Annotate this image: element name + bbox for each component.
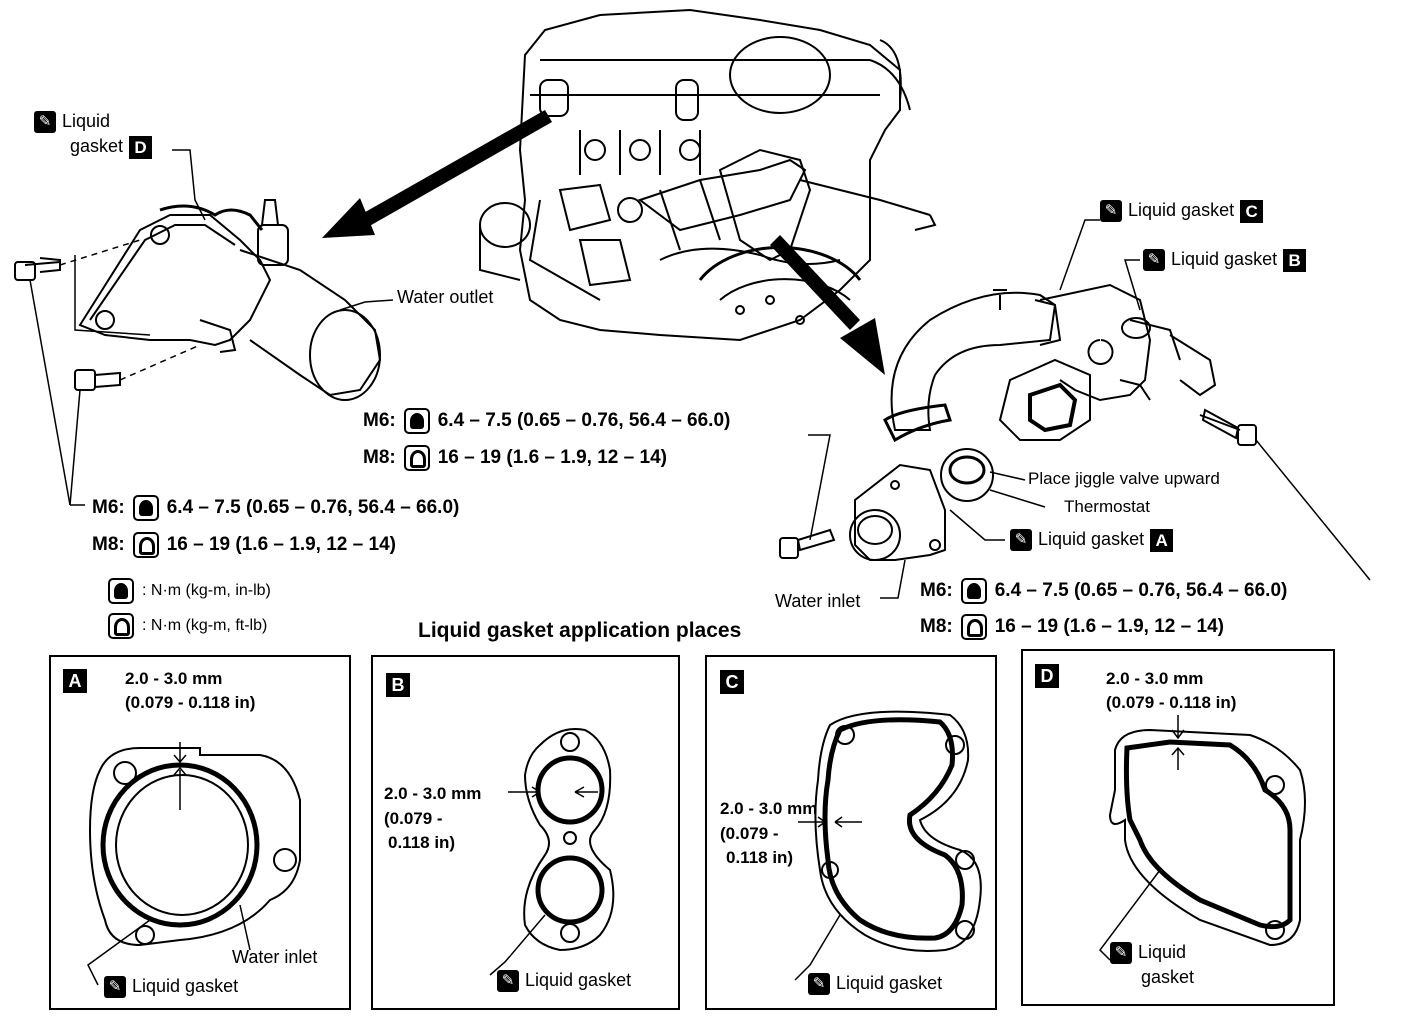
- torque-center-m8: M8:16 – 19 (1.6 – 1.9, 12 – 14): [363, 445, 667, 471]
- panel-d-gasket-label1: ✎Liquid: [1110, 941, 1186, 965]
- torque-left-m6: M6:6.4 – 7.5 (0.65 – 0.76, 56.4 – 66.0): [92, 495, 459, 521]
- pencil-icon: ✎: [1143, 249, 1165, 272]
- thermostat-label: Thermostat: [1064, 497, 1150, 516]
- panel-b-letter: B: [386, 673, 410, 697]
- pencil-icon: ✎: [497, 970, 519, 993]
- panel-a-water-inlet: Water inlet: [232, 947, 318, 967]
- torque-center-m6: M6:6.4 – 7.5 (0.65 – 0.76, 56.4 – 66.0): [363, 408, 730, 434]
- leader-lines-right: [808, 219, 1371, 599]
- water-outlet-label: Water outlet: [397, 287, 494, 307]
- pencil-icon: ✎: [1110, 942, 1132, 965]
- panel-d-gasket-label2: gasket: [1141, 967, 1195, 987]
- panel-b-dim-in2: 0.118 in): [388, 833, 456, 852]
- panel-b-gasket: [489, 728, 615, 976]
- torque-wrench-inlb-icon: [108, 578, 134, 604]
- panel-b-dim-in1: (0.079 -: [384, 809, 443, 828]
- water-inlet-label: Water inlet: [775, 591, 861, 611]
- panel-c-dim-in2: 0.118 in): [726, 848, 794, 867]
- pencil-icon: ✎: [104, 976, 126, 999]
- panel-d-gasket: [1099, 715, 1306, 961]
- thermostat-housing-illustration: [779, 283, 1257, 561]
- panel-a-dim-in: (0.079 - 0.118 in): [125, 693, 256, 712]
- jiggle-valve-label: Place jiggle valve upward: [1028, 469, 1220, 488]
- panel-c-letter: C: [720, 670, 744, 694]
- torque-wrench-ftlb-icon: [960, 614, 987, 640]
- pencil-icon: ✎: [808, 973, 830, 996]
- panel-c-gasket: [794, 710, 982, 981]
- pencil-icon: ✎: [1010, 529, 1032, 552]
- torque-left-m8: M8:16 – 19 (1.6 – 1.9, 12 – 14): [92, 532, 396, 558]
- letter-a-badge: A: [1150, 528, 1174, 552]
- panel-frames: [49, 649, 1335, 1010]
- legend-inlb: : N·m (kg-m, in-lb): [108, 578, 271, 604]
- panel-d-letter: D: [1035, 664, 1059, 688]
- letter-b-badge: B: [1283, 248, 1307, 272]
- torque-wrench-ftlb-icon: [108, 613, 134, 639]
- torque-wrench-inlb-icon: [403, 408, 430, 434]
- pointer-arrows: [322, 110, 885, 375]
- panel-c-gasket-label: ✎Liquid gasket: [808, 972, 942, 996]
- letter-c-badge: C: [1240, 199, 1264, 223]
- torque-wrench-inlb-icon: [960, 578, 987, 604]
- water-outlet-illustration: [14, 199, 382, 401]
- panel-a-gasket: [87, 742, 301, 986]
- panel-b-gasket-label: ✎Liquid gasket: [497, 969, 631, 993]
- letter-d-badge: D: [129, 135, 153, 159]
- panel-a-letter: A: [63, 669, 87, 693]
- leader-lines-left: [29, 149, 394, 506]
- pencil-icon: ✎: [1100, 200, 1122, 223]
- engine-illustration: [479, 8, 937, 342]
- panel-d-dim-in: (0.079 - 0.118 in): [1106, 693, 1237, 712]
- torque-wrench-ftlb-icon: [403, 445, 430, 471]
- torque-right-m6: M6:6.4 – 7.5 (0.65 – 0.76, 56.4 – 66.0): [920, 578, 1287, 604]
- panel-c-dim-in1: (0.079 -: [720, 824, 779, 843]
- torque-right-m8: M8:16 – 19 (1.6 – 1.9, 12 – 14): [920, 614, 1224, 640]
- torque-wrench-inlb-icon: [132, 495, 159, 521]
- panel-a-gasket-label: ✎Liquid gasket: [104, 975, 238, 999]
- gasket-label-d-line1: ✎Liquid: [34, 110, 110, 134]
- panel-c-dim-mm: 2.0 - 3.0 mm: [720, 799, 818, 818]
- legend-ftlb: : N·m (kg-m, ft-lb): [108, 613, 267, 639]
- pencil-icon: ✎: [34, 111, 56, 134]
- torque-wrench-ftlb-icon: [132, 532, 159, 558]
- section-title: Liquid gasket application places: [418, 619, 742, 642]
- panel-d-dim-mm: 2.0 - 3.0 mm: [1106, 669, 1204, 688]
- panel-b-dim-mm: 2.0 - 3.0 mm: [384, 784, 482, 803]
- panel-a-dim-mm: 2.0 - 3.0 mm: [125, 669, 223, 688]
